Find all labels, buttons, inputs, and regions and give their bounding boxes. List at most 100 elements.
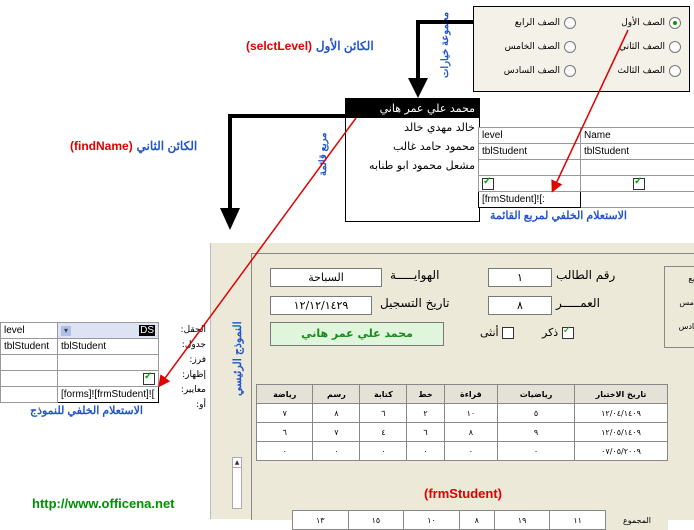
radio-button-icon[interactable] [564,41,576,53]
radio-level-4[interactable]: الصف الرابع [515,17,576,29]
list-item[interactable]: محمود حامد غالب [346,137,479,156]
option-group-caption: مجموعة خيارات [440,2,460,88]
total-cell: ١٥ [348,511,404,530]
table-row-label: جدول: [172,338,206,353]
query-field-cell[interactable]: level [479,128,581,144]
query-criteria-cell[interactable]: [frmStudent]![: [479,192,581,208]
query-table-cell[interactable]: tblStudent [581,144,694,160]
table-cell[interactable]: ٦ [257,423,313,442]
query-field-cell[interactable]: level [1,323,58,339]
table-cell[interactable]: ١٢/٠٥/١٤٠٩ [575,423,668,442]
chevron-down-icon[interactable]: ▾ [61,326,71,336]
age-field[interactable]: ٨ [488,296,552,315]
radio-level-5[interactable]: الصف الخامس [505,41,576,53]
list-item[interactable]: محمد علي عمر هاني [346,99,479,118]
sort-row-label: فرز: [172,353,206,368]
student-name-field[interactable]: محمد علي عمر هاني [270,322,444,346]
side-level-item[interactable]: ف الرابع [665,267,694,291]
male-checkbox-group[interactable]: ذكر [542,326,574,339]
table-cell[interactable]: ٠ [407,442,444,461]
radio-button-icon[interactable] [564,17,576,29]
scrollbar[interactable] [232,467,242,509]
radio-label: الصف السادس [504,66,560,76]
radio-level-2[interactable]: الصف الثاني [619,41,681,53]
form-name-caption: (frmStudent) [424,486,502,501]
student-no-field[interactable]: ١ [488,268,552,287]
table-row: ٠ ٠ ٠ ٠ ٠ ٠ ٠٧/٠٥/٢٠٠٩ [257,442,668,461]
object2-name: (findName) [70,139,133,153]
object1-name: (selctLevel) [246,39,312,53]
female-checkbox[interactable] [502,327,514,339]
table-cell[interactable]: ٥ [498,404,575,423]
object1-caption-text: الكائن الأول [316,39,374,53]
query-table-cell[interactable]: tblStudent [58,339,159,355]
registration-date-label: تاريخ التسجيل [380,296,449,310]
table-cell[interactable]: ٠٧/٠٥/٢٠٠٩ [575,442,668,461]
radio-level-3[interactable]: الصف الثالث [617,65,681,77]
male-checkbox[interactable] [562,327,574,339]
list-item[interactable]: خالد مهدي خالد [346,118,479,137]
table-cell[interactable]: ٠ [498,442,575,461]
table-cell[interactable]: ٧ [257,404,313,423]
field-row-label: الحقل: [172,323,206,338]
age-label: العمـــــر [556,296,600,310]
listbox-query-grid: level Name tblStudent tblStudent [frmStu… [478,127,694,208]
radio-label: الصف الرابع [515,18,560,28]
total-cell: ٨ [459,511,494,530]
find-name-listbox[interactable]: محمد علي عمر هاني خالد مهدي خالد محمود ح… [345,98,480,222]
listbox-caption: مربع قائمة [318,115,338,193]
total-cell: ١٣ [293,511,349,530]
radio-button-icon[interactable] [669,65,681,77]
query-criteria-cell[interactable]: [forms]![frmStudent]![ [58,387,159,403]
table-cell[interactable]: ٤ [360,423,407,442]
female-checkbox-group[interactable]: أنثى [480,326,514,339]
total-cell: ١١ [550,511,606,530]
radio-level-1[interactable]: الصف الأول [621,17,681,29]
show-checkbox[interactable] [482,178,494,190]
query-table-cell[interactable]: tblStudent [1,339,58,355]
side-level-item[interactable]: ف الخامس [665,291,694,315]
table-cell[interactable]: ٠ [360,442,407,461]
column-header: رياضيات [498,385,575,404]
radio-button-icon[interactable] [669,17,681,29]
female-label: أنثى [480,326,499,339]
table-cell[interactable]: ٦ [360,404,407,423]
side-level-item[interactable]: ف السادس [665,315,694,339]
hobby-field[interactable]: السباحة [270,268,382,287]
query-field-cell[interactable]: Name [581,128,694,144]
form-query-caption: الاستعلام الخلفي للنموذج [30,404,143,417]
registration-date-field[interactable]: ١٢/١٢/١٤٢٩ [270,296,372,315]
table-cell[interactable]: ٠ [257,442,313,461]
table-cell[interactable]: ١٠ [444,404,497,423]
side-level-group: ف الرابع ف الخامس ف السادس [664,266,694,348]
male-label: ذكر [542,326,558,339]
show-checkbox[interactable] [143,373,155,385]
table-cell[interactable]: ٠ [313,442,360,461]
show-checkbox[interactable] [633,178,645,190]
object1-caption: الكائن الأول (selctLevel) [246,39,374,53]
table-cell[interactable]: ٨ [444,423,497,442]
table-cell[interactable]: ٨ [313,404,360,423]
table-cell[interactable]: ٢ [407,404,444,423]
table-cell[interactable]: ٠ [444,442,497,461]
radio-button-icon[interactable] [564,65,576,77]
radio-label: الصف الثاني [619,42,665,52]
website-link[interactable]: http://www.officena.net [32,496,175,511]
column-header: رياضة [257,385,313,404]
total-cell: ١٠ [404,511,460,530]
table-cell[interactable]: ٧ [313,423,360,442]
radio-label: الصف الثالث [617,66,665,76]
table-cell[interactable]: ٦ [407,423,444,442]
radio-button-icon[interactable] [669,41,681,53]
main-form: النموذج الرئيسي ▲ رقم الطالب ١ الهوايـــ… [210,243,694,519]
radio-level-6[interactable]: الصف السادس [504,65,576,77]
list-item[interactable]: مشعل محمود ابو طنابه [346,156,479,175]
table-cell[interactable]: ٩ [498,423,575,442]
radio-label: الصف الأول [621,18,665,28]
hobby-label: الهوايـــــة [390,268,439,282]
total-cell: ١٩ [494,511,550,530]
table-cell[interactable]: ١٢/٠٤/١٤٠٩ [575,404,668,423]
option-group-box: الصف الأول الصف الرابع الصف الثاني الصف … [473,6,690,92]
query-table-cell[interactable]: tblStudent [479,144,581,160]
column-header: خط [407,385,444,404]
